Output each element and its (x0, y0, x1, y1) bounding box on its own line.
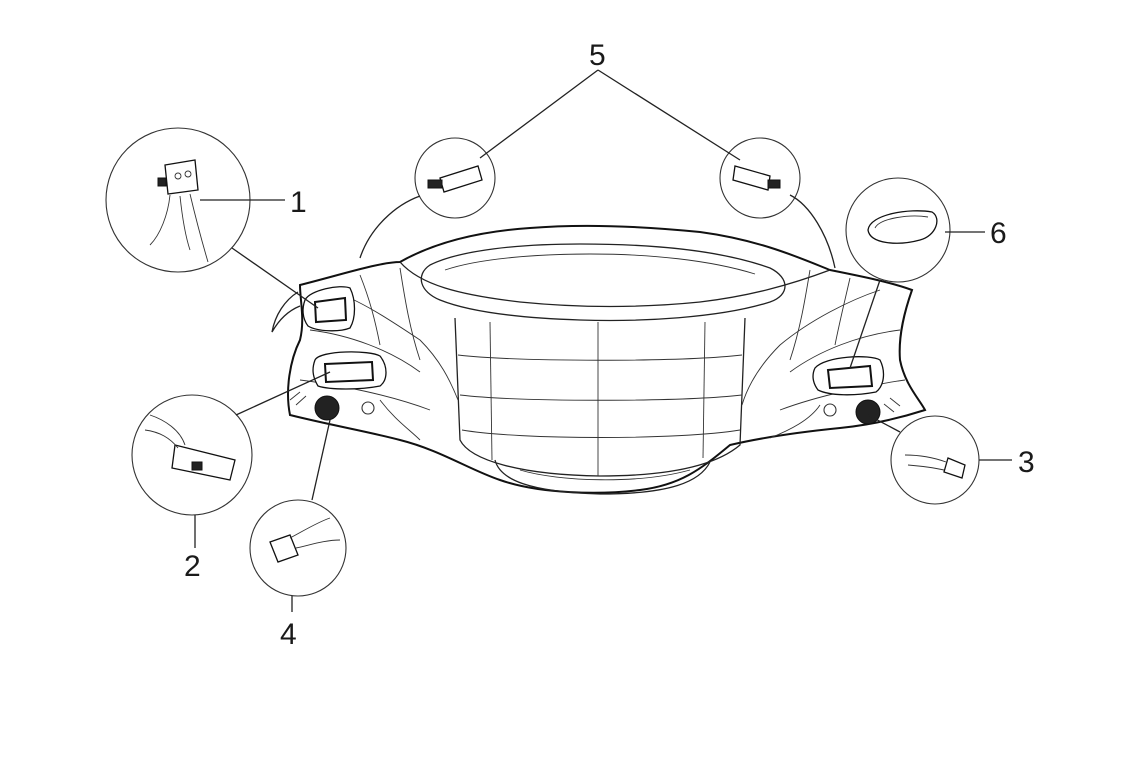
callout-number-2: 2 (184, 550, 201, 583)
detail-item-1 (105, 127, 319, 309)
handlebar-cover-body (271, 224, 927, 495)
detail-item-5 (359, 69, 836, 269)
detail-item-6 (845, 177, 985, 369)
callout-number-3: 3 (1018, 446, 1035, 479)
callout-number-4: 4 (280, 618, 297, 651)
detail-item-3 (867, 414, 1012, 505)
detail-item-4 (249, 419, 347, 612)
callout-number-6: 6 (990, 217, 1007, 250)
callout-number-5: 5 (589, 39, 606, 72)
callout-number-1: 1 (290, 186, 307, 219)
detail-item-2 (131, 371, 331, 548)
